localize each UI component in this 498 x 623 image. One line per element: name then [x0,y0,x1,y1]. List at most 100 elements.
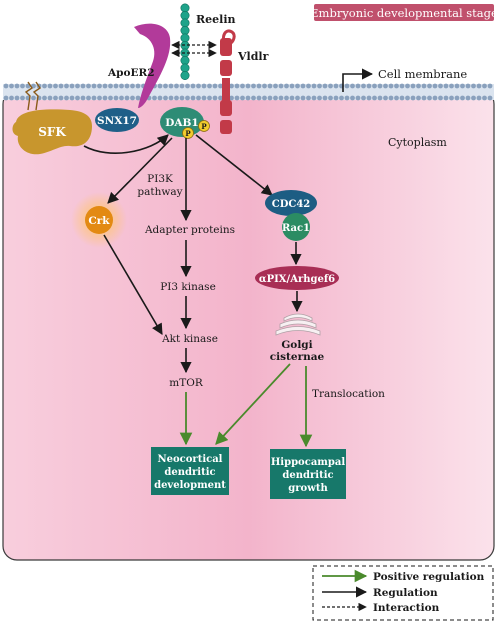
membrane-lipid-head [91,83,97,89]
hippocampal-line3: growth [288,483,328,494]
neocortical-line3: development [154,480,226,491]
membrane-lipid-head [410,95,416,101]
membrane-lipid-head [432,83,438,89]
membrane-lipid-head [218,95,223,101]
membrane-lipid-head [190,83,196,89]
membrane-lipid-head [201,95,207,101]
membrane-lipid-head [344,95,350,101]
membrane-lipid-head [361,83,366,89]
membrane-lipid-head [163,95,168,101]
pix-label: αPIX/Arhgef6 [259,274,335,285]
membrane-lipid-head [113,83,119,89]
translocation-label: Translocation [312,388,385,400]
membrane-lipid-head [69,83,75,89]
membrane-lipid-head [328,95,333,101]
membrane-lipid-head [366,83,372,89]
adapter-label: Adapter proteins [144,224,235,236]
membrane-lipid-head [355,95,361,101]
membrane-lipid-head [449,83,454,89]
membrane-lipid-head [383,95,388,101]
reelin-bead [180,25,190,35]
membrane-lipid-head [333,83,339,89]
phospho-badge-1 [182,127,194,139]
sfk-to-dab1-arrow [83,134,169,154]
membrane-lipid-head [157,95,163,101]
snx17-node [95,108,139,132]
phospho-label-2: P [201,122,207,131]
membrane-lipid-head [284,95,289,101]
membrane-lipid-head [295,95,300,101]
membrane-lipid-head [58,95,64,101]
membrane-lipid-head [487,83,493,89]
membrane-lipid-head [487,95,493,101]
membrane-lipid-head [339,95,344,101]
membrane-lipid-head [405,95,410,101]
membrane-lipid-head [350,95,355,101]
membrane-lipid-head [295,83,300,89]
membrane-lipid-head [86,95,91,101]
membrane-lipid-head [135,83,141,89]
cell-membrane-label: Cell membrane [378,67,467,81]
sfk-node [12,81,92,155]
cdc42-label: CDC42 [272,199,311,210]
membrane-lipid-head [91,95,97,101]
membrane-lipid-head [311,83,317,89]
legend-interaction-label: Interaction [373,602,440,614]
membrane-lipid-head [262,95,267,101]
apoer2-receptor [134,23,171,108]
membrane-lipid-head [190,95,196,101]
hippocampal-line1: Hippocampal [271,457,346,468]
reelin-bead [180,18,190,28]
membrane-lipid-head [218,83,223,89]
membrane-lipid-head [372,95,377,101]
reelin-label: Reelin [196,13,236,26]
membrane-lipid-head [366,95,372,101]
membrane-lipid-head [168,95,174,101]
membrane-lipid-head [289,95,295,101]
membrane-lipid-head [80,83,86,89]
sfk-label: SFK [38,125,66,139]
membrane-lipid-head [31,95,36,101]
membrane-lipid-head [185,83,190,89]
membrane-lipid-head [399,83,405,89]
membrane-lipid-head [421,83,427,89]
membrane-lipid-head [300,83,306,89]
membrane-lipid-head [196,83,201,89]
membrane-lipid-head [465,95,471,101]
membrane-lipid-head [317,95,322,101]
membrane-lipid-head [350,83,355,89]
membrane-lipid-head [328,83,333,89]
membrane-lipid-head [174,95,179,101]
golgi-to-neocortical-arrow [215,363,291,445]
cell-membrane [3,83,494,101]
legend: Positive regulation Regulation Interacti… [312,565,494,621]
membrane-lipid-head [273,95,278,101]
membrane-lipid-head [119,95,124,101]
phospho-badge-2 [198,120,210,132]
membrane-lipid-head [3,83,9,89]
membrane-lipid-head [152,95,157,101]
pi3k-label-line1: PI3K [147,173,173,185]
reelin-chain [180,3,190,81]
apoer2-label: ApoER2 [107,67,155,79]
membrane-lipid-head [454,83,460,89]
membrane-lipid-head [251,83,256,89]
membrane-lipid-head [75,83,80,89]
golgi-label-line1: Golgi [281,339,312,351]
membrane-lipid-head [207,95,212,101]
neocortical-outcome-box [151,447,229,495]
legend-box [312,565,494,621]
membrane-lipid-head [438,83,443,89]
membrane-lipid-head [300,95,306,101]
membrane-lipid-head [245,83,251,89]
membrane-lipid-head [388,83,394,89]
membrane-lipid-head [421,95,427,101]
membrane-lipid-head [201,83,207,89]
crk-node [85,206,113,234]
membrane-lipid-head [119,83,124,89]
membrane-lipid-head [20,83,25,89]
membrane-lipid-head [471,95,476,101]
crk-to-akt-arrow [103,234,163,335]
membrane-lipid-head [64,95,69,101]
stage-badge [314,4,494,21]
